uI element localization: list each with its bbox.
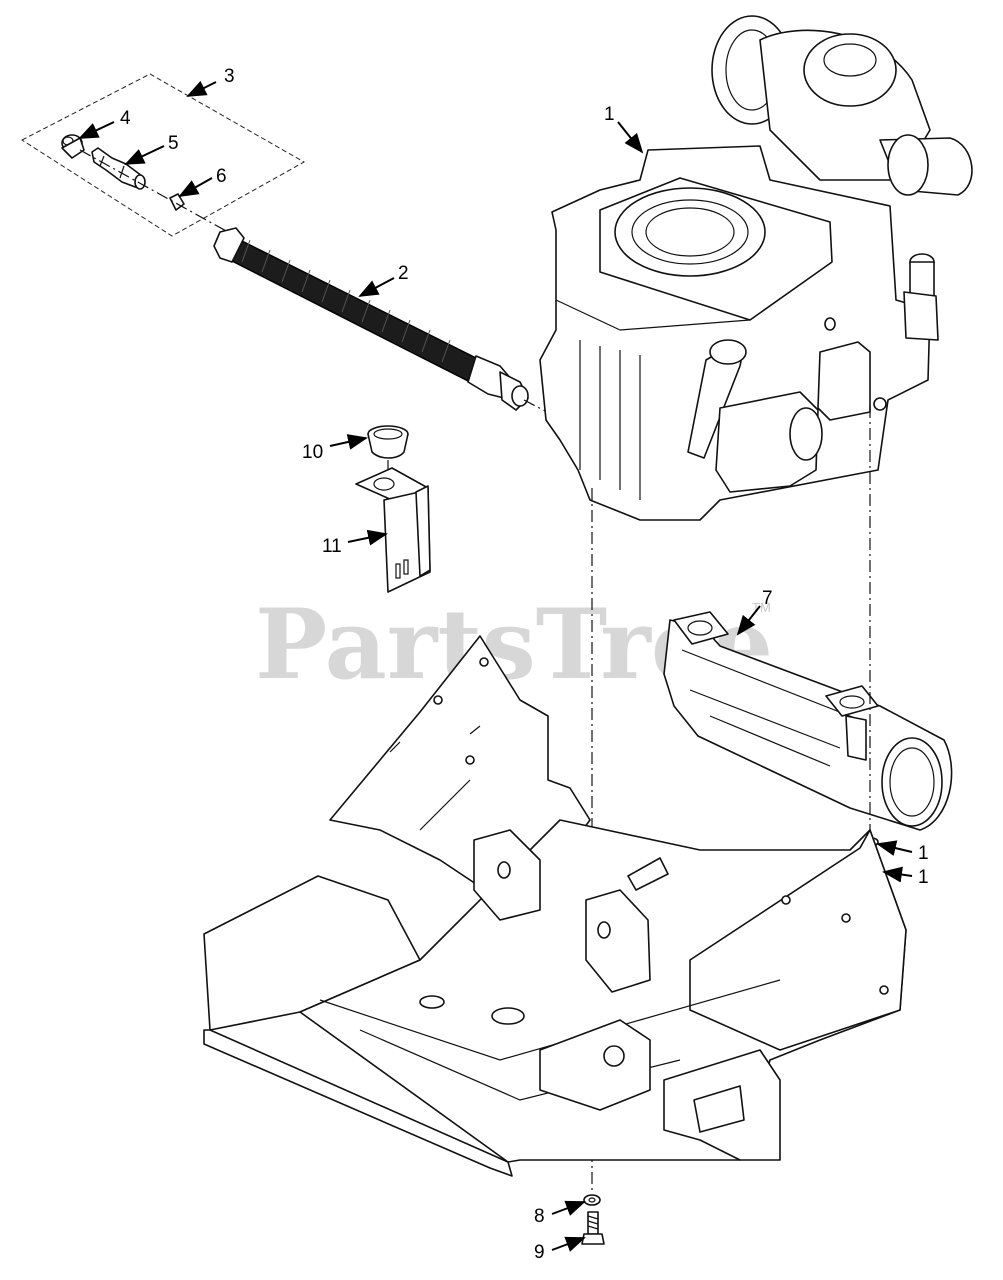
callout-1-nut-b: 1 xyxy=(918,867,929,888)
leader-7 xyxy=(736,605,761,636)
callout-4: 4 xyxy=(120,108,131,129)
part-7-muffler xyxy=(663,611,953,831)
leader-4 xyxy=(78,121,115,139)
callout-6: 6 xyxy=(216,166,227,187)
leader-6 xyxy=(178,177,213,197)
part-8-washer xyxy=(583,1194,601,1206)
leader-3 xyxy=(186,80,217,97)
assembly-line-kit xyxy=(79,149,229,233)
leader-10 xyxy=(329,434,368,450)
part-6-nipple xyxy=(169,193,185,211)
part-5-fitting xyxy=(91,147,146,190)
callout-labels: 3 4 5 6 2 1 10 11 7 1 1 8 9 xyxy=(120,66,929,1263)
callout-1-nut-a: 1 xyxy=(918,843,929,864)
callout-2: 2 xyxy=(398,263,409,284)
leader-arrows xyxy=(78,80,913,1252)
part-10-grommet xyxy=(367,425,409,459)
leader-2 xyxy=(358,277,395,297)
leader-8 xyxy=(551,1200,586,1216)
callout-11: 11 xyxy=(322,536,342,557)
callout-9: 9 xyxy=(534,1242,545,1263)
callout-1-engine: 1 xyxy=(604,104,615,125)
callout-3: 3 xyxy=(224,66,235,87)
leader-1-nut-a xyxy=(876,840,913,856)
part-1-engine xyxy=(539,15,973,521)
fitting-kit-box xyxy=(20,73,306,237)
callout-7: 7 xyxy=(762,588,773,609)
part-4-cap xyxy=(61,134,85,159)
callout-10: 10 xyxy=(302,442,323,463)
leader-5 xyxy=(124,145,165,165)
leader-1-engine xyxy=(617,121,644,154)
part-11-bracket xyxy=(355,467,431,593)
leader-11 xyxy=(347,529,388,546)
leader-9 xyxy=(551,1236,586,1252)
part-9-bolt xyxy=(581,1211,605,1245)
leader-1-nut-b xyxy=(882,866,913,883)
part-2-hose xyxy=(213,227,571,425)
callout-8: 8 xyxy=(534,1206,545,1227)
callout-5: 5 xyxy=(168,133,179,154)
frame-assembly xyxy=(203,635,907,1177)
